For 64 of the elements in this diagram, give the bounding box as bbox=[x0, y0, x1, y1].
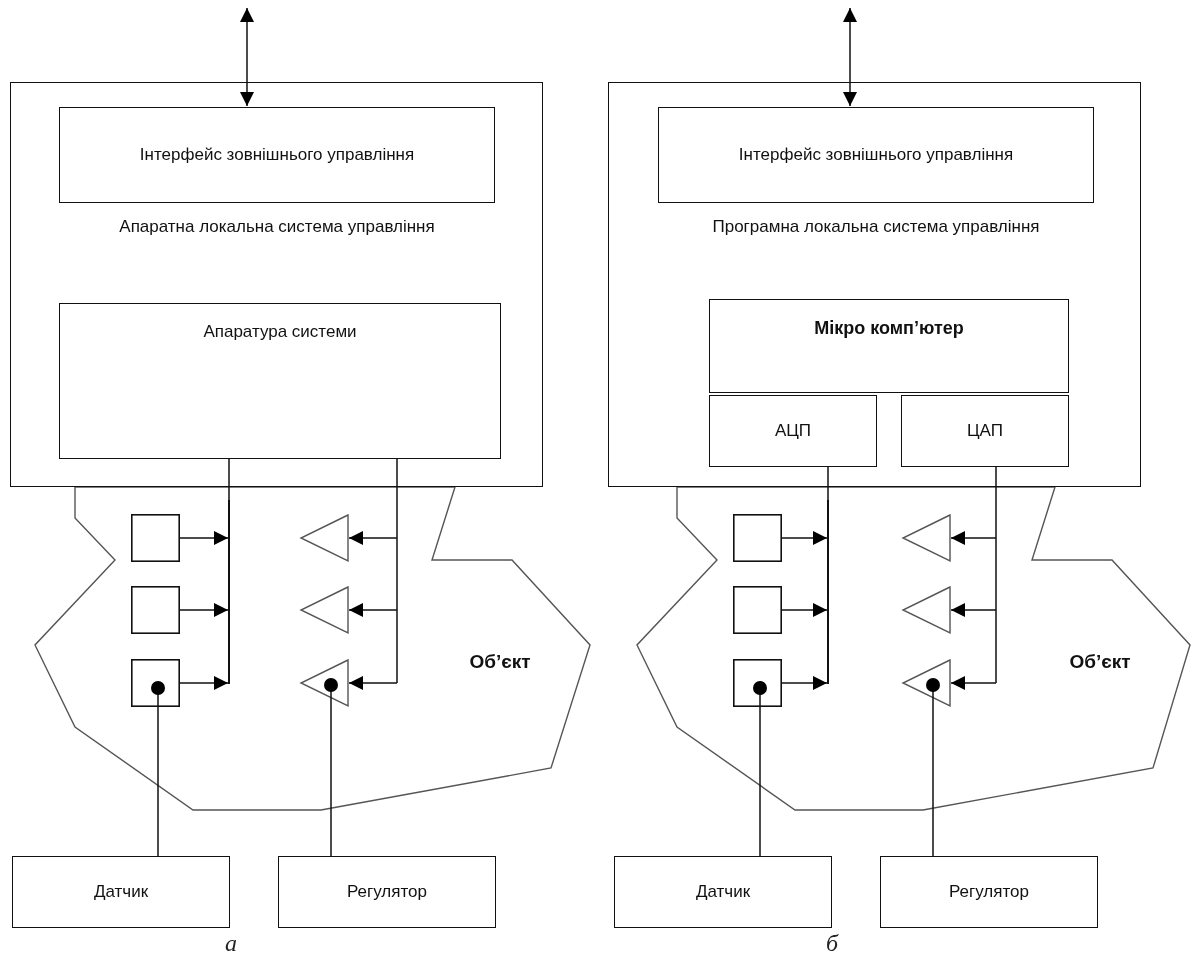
block-box bbox=[709, 299, 1069, 393]
block-label: Датчик bbox=[92, 881, 150, 903]
bus-line bbox=[995, 465, 997, 684]
sensor-square bbox=[131, 514, 180, 562]
block-box bbox=[59, 303, 501, 459]
arrow bbox=[950, 603, 997, 617]
block-label: Регулятор bbox=[346, 881, 428, 903]
arrow bbox=[240, 7, 254, 107]
block-box bbox=[709, 395, 877, 467]
actuator-triangle bbox=[300, 514, 349, 562]
system-title: Програмна локальна система управління bbox=[711, 216, 1041, 238]
block-label: АЦП bbox=[773, 420, 813, 442]
block-label: Датчик bbox=[694, 881, 752, 903]
block-label: Інтерфейс зовнішнього управління bbox=[737, 144, 1015, 166]
block-box bbox=[12, 856, 230, 928]
arrow bbox=[348, 603, 398, 617]
actuator-triangle bbox=[902, 659, 951, 707]
arrow bbox=[179, 676, 229, 690]
arrow bbox=[179, 603, 229, 617]
leader-line bbox=[324, 678, 338, 857]
arrow bbox=[348, 676, 398, 690]
system-frame bbox=[608, 82, 1141, 487]
system-title: Апаратна локальна система управління bbox=[118, 216, 436, 238]
object-label: Об’єкт bbox=[1068, 650, 1132, 674]
block-label: Апаратура системи bbox=[202, 321, 358, 343]
block-box bbox=[880, 856, 1098, 928]
actuator-triangle bbox=[300, 586, 349, 634]
bus-line bbox=[827, 500, 829, 684]
system-frame bbox=[10, 82, 543, 487]
block-label: ЦАП bbox=[966, 420, 1004, 442]
block-box bbox=[901, 395, 1069, 467]
arrow bbox=[348, 531, 398, 545]
block-box bbox=[614, 856, 832, 928]
sensor-square bbox=[131, 586, 180, 634]
arrow bbox=[843, 7, 857, 107]
arrow bbox=[781, 603, 828, 617]
object-outline bbox=[35, 487, 590, 810]
block-box bbox=[59, 107, 495, 203]
block-label: Регулятор bbox=[948, 881, 1030, 903]
block-box bbox=[658, 107, 1094, 203]
block-box bbox=[278, 856, 496, 928]
arrow bbox=[781, 676, 828, 690]
leader-line bbox=[926, 678, 940, 857]
bus-line bbox=[228, 500, 230, 684]
arrow bbox=[781, 531, 828, 545]
panel-caption: а bbox=[225, 930, 237, 957]
arrow bbox=[950, 676, 997, 690]
object-outline bbox=[635, 487, 1190, 810]
bus-line bbox=[396, 457, 398, 684]
arrow bbox=[179, 531, 229, 545]
sensor-square bbox=[733, 586, 782, 634]
leader-line bbox=[151, 681, 165, 857]
actuator-triangle bbox=[300, 659, 349, 707]
sensor-square bbox=[733, 514, 782, 562]
block-label: Мікро комп’ютер bbox=[813, 317, 965, 340]
actuator-triangle bbox=[902, 586, 951, 634]
arrow bbox=[950, 531, 997, 545]
block-label: Інтерфейс зовнішнього управління bbox=[138, 144, 416, 166]
object-label: Об’єкт bbox=[468, 650, 532, 674]
actuator-triangle bbox=[902, 514, 951, 562]
sensor-square bbox=[131, 659, 180, 707]
sensor-square bbox=[733, 659, 782, 707]
panel-caption: б bbox=[826, 930, 839, 957]
leader-line bbox=[753, 681, 767, 857]
